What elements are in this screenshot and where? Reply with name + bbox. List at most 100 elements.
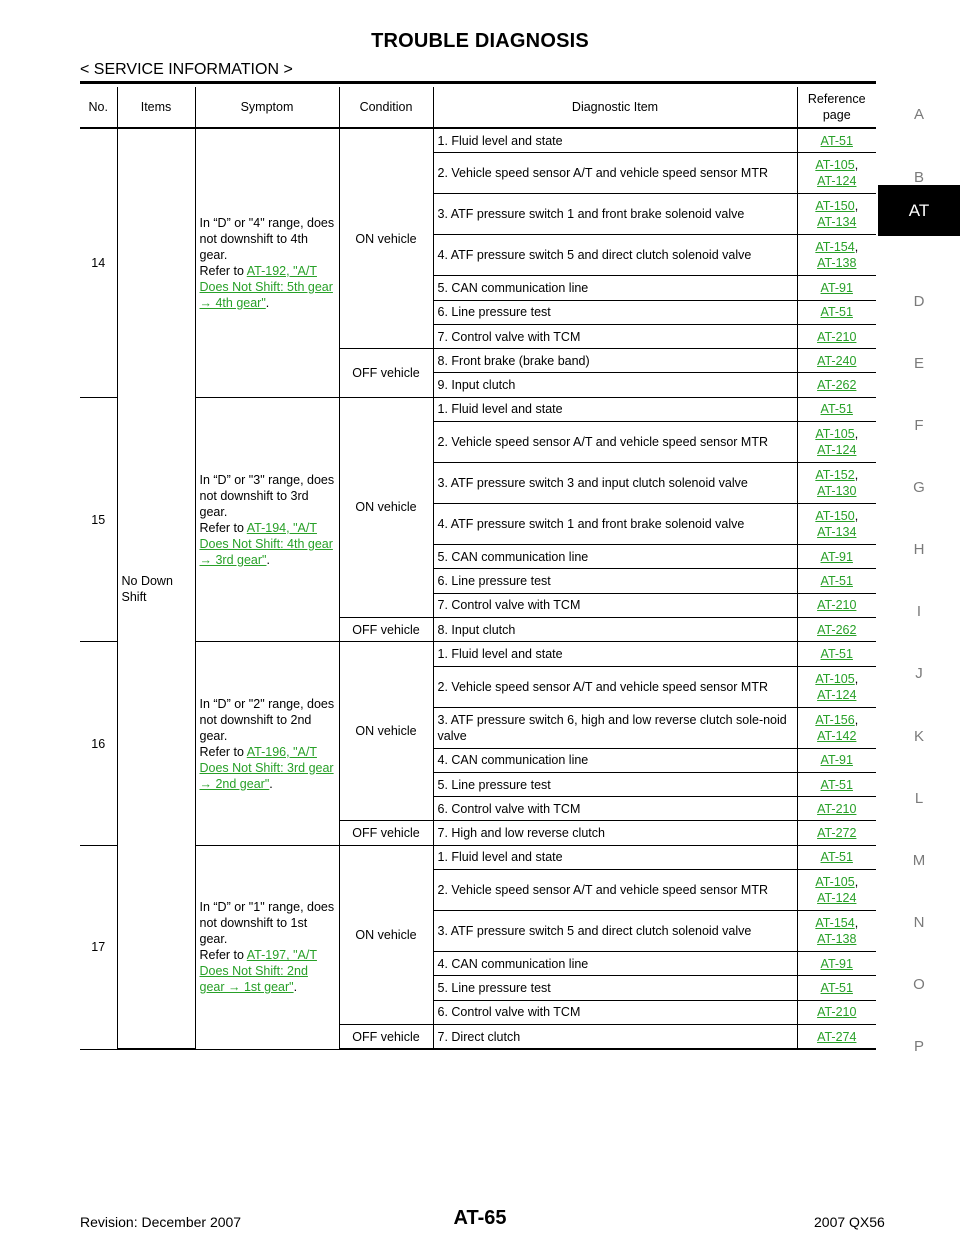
reference-link[interactable]: AT-51 [820,305,853,320]
reference-cell: AT-51 [796,568,876,594]
reference-link[interactable]: AT-124 [817,687,857,702]
reference-cell: AT-274 [796,1023,876,1051]
side-letter-m[interactable]: M [912,852,926,869]
symptom-link[interactable]: AT-194, "A/T Does Not Shift: 4th gear → … [199,520,333,567]
side-letter-f[interactable]: F [914,417,924,434]
refer-suffix: . [265,295,270,310]
diagnostic-item: 1. Fluid level and state [432,844,798,871]
side-letter-j[interactable]: J [915,665,923,682]
reference-link[interactable]: AT-154 [815,240,855,255]
side-letter-i[interactable]: I [916,603,922,620]
diagnostic-item: 1. Fluid level and state [432,396,798,423]
diagnostic-item: 1. Fluid level and state [432,641,798,667]
reference-link[interactable]: AT-274 [817,1029,857,1044]
side-letter-e[interactable]: E [913,355,924,372]
footer-page-number: AT-65 [453,1207,507,1229]
reference-link[interactable]: AT-91 [820,956,853,971]
reference-link[interactable]: AT-51 [820,133,853,148]
reference-link[interactable]: AT-156 [815,712,855,727]
table-row: 4. ATF pressure switch 1 and front brake… [80,503,876,546]
symptom-link[interactable]: AT-192, "A/T Does Not Shift: 5th gear → … [199,263,333,310]
table-row: 5. CAN communication line AT-91 [80,544,876,570]
side-index: A B AT D E F G H I J K L M N O P [878,0,960,1242]
reference-cell: AT-51 [796,641,876,667]
reference-link[interactable]: AT-124 [817,443,857,458]
refer-prefix: Refer to [199,263,247,278]
refer-suffix: . [269,776,273,791]
side-letter-n[interactable]: N [913,914,925,931]
reference-cell: AT-91 [796,275,876,301]
side-letter-l[interactable]: L [914,790,924,807]
reference-link[interactable]: AT-105 [815,875,855,890]
reference-link[interactable]: AT-91 [820,753,853,768]
table-row: 7. Control valve with TCM AT-210 [80,323,876,350]
reference-link[interactable]: AT-210 [817,801,857,816]
header-rule [80,81,876,84]
reference-link[interactable]: AT-138 [817,932,857,947]
reference-cell: AT-210 [796,323,876,350]
reference-link[interactable]: AT-51 [820,574,853,589]
reference-link[interactable]: AT-130 [817,484,857,499]
reference-link[interactable]: AT-210 [817,329,857,344]
header-items: Items [116,87,196,129]
reference-link[interactable]: AT-51 [820,402,853,417]
reference-link[interactable]: AT-124 [817,174,857,189]
reference-link[interactable]: AT-210 [817,1005,857,1020]
diagnostic-item: 6. Control valve with TCM [433,999,798,1025]
symptom-link[interactable]: AT-196, "A/T Does Not Shift: 3rd gear → … [199,744,334,791]
side-letter-d[interactable]: D [913,293,925,310]
reference-link[interactable]: AT-134 [817,525,857,540]
diagnostic-item: 3. ATF pressure switch 1 and front brake… [433,193,798,236]
reference-cell: AT-105,AT-124 [796,152,876,195]
reference-link[interactable]: AT-51 [820,980,853,995]
symptom-link[interactable]: AT-197, "A/T Does Not Shift: 2nd gear → … [199,948,317,995]
diagnostic-item: 2. Vehicle speed sensor A/T and vehicle … [433,869,798,912]
reference-link[interactable]: AT-150 [815,199,855,214]
refer-prefix: Refer to [199,948,247,963]
reference-link[interactable]: AT-105 [815,158,855,173]
diagnostic-item: 2. Vehicle speed sensor A/T and vehicle … [433,665,798,708]
reference-link[interactable]: AT-272 [817,826,857,841]
side-letter-p[interactable]: P [913,1038,924,1055]
reference-link[interactable]: AT-138 [817,256,857,271]
side-letter-o[interactable]: O [913,976,925,993]
reference-link[interactable]: AT-51 [820,646,853,661]
reference-cell: AT-272 [796,820,876,846]
table-row: 9. Input clutch AT-262 [80,372,876,398]
reference-link[interactable]: AT-152 [815,468,855,483]
reference-link[interactable]: AT-210 [817,598,857,613]
reference-link[interactable]: AT-134 [817,215,857,230]
condition-off-vehicle: OFF vehicle [339,348,434,398]
side-letter-g[interactable]: G [913,479,925,496]
side-letter-a[interactable]: A [913,106,924,123]
reference-link[interactable]: AT-91 [820,549,853,564]
condition-off-vehicle: OFF vehicle [339,1023,434,1051]
refer-suffix: . [293,980,298,995]
reference-cell: AT-240 [796,348,876,374]
side-letter-h[interactable]: H [913,541,925,558]
table-row: 5. CAN communication line AT-91 [80,275,876,301]
side-letter-b[interactable]: B [913,169,924,186]
reference-link[interactable]: AT-124 [817,891,857,906]
reference-link[interactable]: AT-240 [817,353,857,368]
reference-link[interactable]: AT-51 [820,777,853,792]
header-diagnostic-item: Diagnostic Item [432,87,798,129]
reference-link[interactable]: AT-142 [817,728,857,743]
reference-link[interactable]: AT-154 [815,916,855,931]
reference-link[interactable]: AT-91 [820,280,853,295]
reference-link[interactable]: AT-262 [817,378,857,393]
reference-link[interactable]: AT-51 [820,850,853,865]
section-label: < SERVICE INFORMATION > [80,61,293,78]
reference-link[interactable]: AT-105 [815,671,855,686]
reference-cell: AT-210 [796,999,876,1025]
side-tab-at[interactable]: AT [878,185,960,236]
reference-link[interactable]: AT-262 [817,622,857,637]
reference-cell: AT-150,AT-134 [796,503,876,546]
items-cell: No Down Shift [116,127,196,1051]
reference-cell: AT-51 [796,844,876,871]
reference-link[interactable]: AT-150 [815,509,855,524]
reference-cell: AT-262 [796,616,876,643]
diagnostic-item: 7. Control valve with TCM [433,592,798,618]
reference-link[interactable]: AT-105 [815,427,855,442]
side-letter-k[interactable]: K [913,728,924,745]
